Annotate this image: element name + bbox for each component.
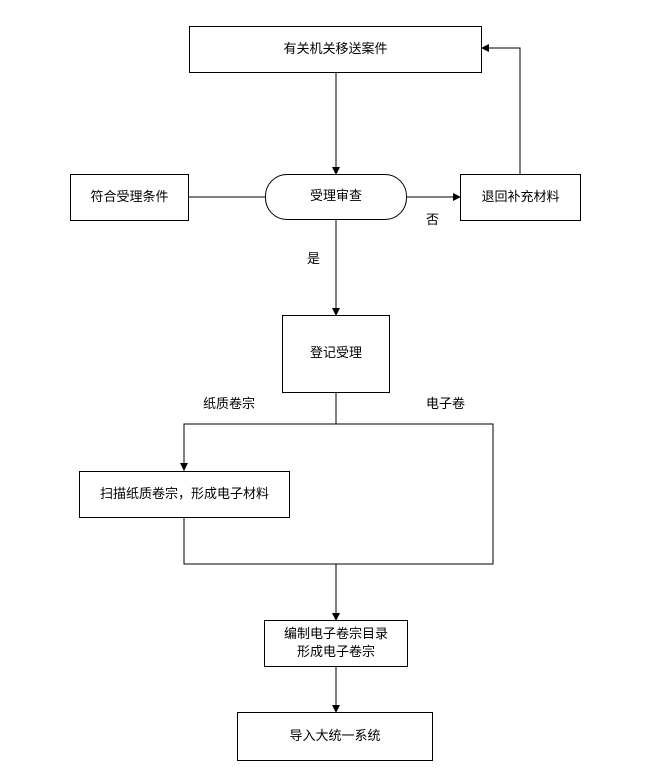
branch-frame-top [183,423,494,565]
node-review-label: 受理审查 [309,189,362,204]
node-import-label: 导入大统一系统 [289,728,381,744]
label-electronic: 电子卷 [426,397,466,412]
node-meets-conditions: 符合受理条件 [70,174,189,221]
node-import: 导入大统一系统 [237,712,433,761]
node-compile-line2: 形成电子卷宗 [296,644,375,660]
node-return-supplement: 退回补充材料 [460,174,581,221]
label-yes: 是 [307,252,321,267]
label-paper: 纸质卷宗 [203,397,256,412]
node-return-supplement-label: 退回补充材料 [481,189,560,205]
node-review: 受理审查 [265,174,407,220]
node-register: 登记受理 [282,315,390,393]
node-scan-label: 扫描纸质卷宗，形成电子材料 [99,486,269,502]
node-register-label: 登记受理 [309,346,362,361]
node-transfer-case: 有关机关移送案件 [189,26,482,73]
node-meets-conditions-label: 符合受理条件 [90,189,169,205]
node-transfer-case-label: 有关机关移送案件 [283,41,388,57]
label-no: 否 [426,213,440,228]
node-compile-line1: 编制电子卷宗目录 [283,626,388,642]
arrow-return-to-transfer [481,44,521,174]
node-compile: 编制电子卷宗目录 形成电子卷宗 [264,620,408,667]
node-scan: 扫描纸质卷宗，形成电子材料 [79,471,290,518]
branch-frame-bottom-left [183,518,336,565]
